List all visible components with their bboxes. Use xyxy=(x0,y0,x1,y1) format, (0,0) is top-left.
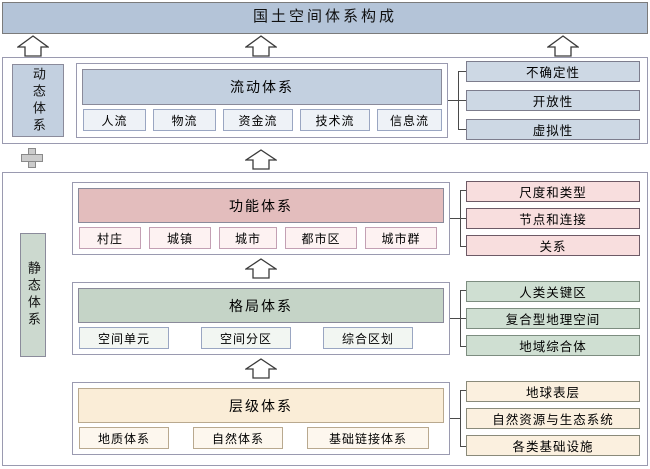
functional-bracket xyxy=(450,182,470,255)
pattern-chip-kongjiandanyuan[interactable]: 空间单元 xyxy=(79,327,169,349)
dynamic-bracket xyxy=(448,63,468,138)
pattern-system-group: 格局体系 空间单元 空间分区 综合区划 xyxy=(72,282,450,355)
functional-chip-chengshiqun[interactable]: 城市群 xyxy=(365,227,437,249)
up-arrow-pattern-to-functional xyxy=(245,258,277,279)
up-arrow-right xyxy=(547,35,579,57)
page-title: 国土空间体系构成 xyxy=(2,2,648,34)
flow-chip-renliu[interactable]: 人流 xyxy=(83,109,146,131)
hierarchy-bracket xyxy=(450,382,470,455)
pattern-chip-kongjianfenqu[interactable]: 空间分区 xyxy=(201,327,291,349)
up-arrow-center xyxy=(245,35,277,57)
up-arrow-hierarchy-to-pattern xyxy=(245,358,277,379)
up-arrow-left xyxy=(17,35,49,57)
hierarchy-detail-gelei-jichu-sheshi[interactable]: 各类基础设施 xyxy=(466,435,640,456)
functional-chip-chengzhen[interactable]: 城镇 xyxy=(149,227,211,249)
dynamic-system-label: 动态体系 xyxy=(12,64,64,137)
pattern-detail-fuhexing-dili-kongjian[interactable]: 复合型地理空间 xyxy=(466,308,640,329)
functional-detail-guanxi[interactable]: 关系 xyxy=(466,235,640,256)
functional-detail-jiedian-lianjie[interactable]: 节点和连接 xyxy=(466,208,640,229)
functional-system-header: 功能体系 xyxy=(78,188,444,223)
functional-system-group: 功能体系 村庄 城镇 城市 都市区 城市群 xyxy=(72,182,450,255)
functional-chip-cunzhuang[interactable]: 村庄 xyxy=(79,227,141,249)
hierarchy-chip-ziran-tixi[interactable]: 自然体系 xyxy=(193,427,283,449)
flow-chip-xinxiliu[interactable]: 信息流 xyxy=(377,109,442,131)
hierarchy-detail-diqiu-biaoceng[interactable]: 地球表层 xyxy=(466,381,640,402)
dynamic-detail-kaifangxing[interactable]: 开放性 xyxy=(466,90,640,111)
flow-chip-wuliu[interactable]: 物流 xyxy=(153,109,216,131)
hierarchy-system-group: 层级体系 地质体系 自然体系 基础链接体系 xyxy=(72,382,450,455)
flow-chip-zijinliu[interactable]: 资金流 xyxy=(223,109,293,131)
hierarchy-chip-dizhi-tixi[interactable]: 地质体系 xyxy=(79,427,169,449)
dynamic-detail-xunixing[interactable]: 虚拟性 xyxy=(466,119,640,140)
hierarchy-chip-jichu-lianjie-tixi[interactable]: 基础链接体系 xyxy=(307,427,429,449)
functional-chip-dushiqu[interactable]: 都市区 xyxy=(285,227,357,249)
functional-chip-chengshi[interactable]: 城市 xyxy=(219,227,277,249)
functional-detail-chidu-leixing[interactable]: 尺度和类型 xyxy=(466,181,640,202)
plus-sign-icon xyxy=(21,148,43,168)
pattern-detail-renlei-guanjianqu[interactable]: 人类关键区 xyxy=(466,281,640,302)
up-arrow-static-to-dynamic xyxy=(245,149,277,170)
flow-system-header: 流动体系 xyxy=(82,69,442,105)
pattern-bracket xyxy=(450,282,470,355)
static-system-label: 静态体系 xyxy=(20,233,46,357)
hierarchy-system-header: 层级体系 xyxy=(78,388,444,423)
pattern-chip-zonghequhua[interactable]: 综合区划 xyxy=(323,327,413,349)
hierarchy-detail-ziran-ziyuan-shengtai[interactable]: 自然资源与生态系统 xyxy=(466,408,640,429)
flow-chip-jishuliu[interactable]: 技术流 xyxy=(300,109,370,131)
pattern-system-header: 格局体系 xyxy=(78,288,444,323)
flow-system-group: 流动体系 人流 物流 资金流 技术流 信息流 xyxy=(76,63,448,138)
static-system-section xyxy=(2,172,648,466)
dynamic-detail-buquedingxing[interactable]: 不确定性 xyxy=(466,61,640,82)
pattern-detail-diyu-zongheti[interactable]: 地域综合体 xyxy=(466,335,640,356)
dynamic-system-section xyxy=(2,57,648,144)
